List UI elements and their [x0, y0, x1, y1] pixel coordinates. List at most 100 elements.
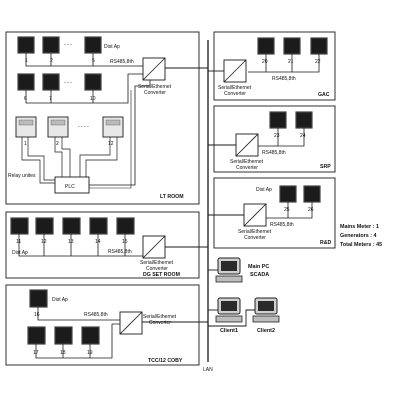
meter-number: 25 — [284, 207, 290, 213]
meter-25 — [279, 185, 297, 203]
client-keyboard — [215, 315, 243, 323]
converter-diagonal — [142, 57, 166, 81]
converter-label-line2: Converter — [149, 320, 171, 326]
lt-rs485-bus-2 — [25, 73, 138, 104]
client-label: Client1 — [220, 328, 238, 334]
main-pc-screen — [221, 261, 237, 271]
srp-rs485-bus — [258, 128, 305, 147]
meter-2 — [42, 36, 60, 54]
meter-10 — [84, 73, 102, 91]
main-pc-label-line1: Main PC — [248, 264, 269, 270]
meter-17 — [27, 326, 46, 345]
gac-room-label: GAC — [318, 92, 330, 98]
meter-summary: Mains Meter : 1 Generators : 4 Total Met… — [340, 224, 382, 248]
meter-20 — [257, 37, 275, 55]
lt-relay-units: 1 2 12 - - - - — [15, 116, 124, 147]
gac-rs485-bus — [248, 54, 320, 73]
relay-number: 2 — [56, 141, 59, 147]
main-pc: Main PC SCADA — [208, 257, 269, 283]
main-pc-label-line2: SCADA — [250, 272, 269, 278]
bus-ellipsis: - - - - — [78, 124, 89, 130]
summary-line: Generators : 4 — [340, 233, 377, 239]
tcc-room: 16 Dist Ap RS485,8th 17 18 19 Serial/Eth… — [5, 284, 200, 366]
relay-wire — [54, 137, 63, 177]
converter-label-line2: Converter — [236, 165, 258, 171]
relay-units-label: Relay unites — [8, 173, 36, 179]
client-screen — [221, 301, 237, 311]
meter-number: 5 — [92, 58, 95, 64]
converter-diagonal — [243, 203, 267, 227]
meter-13 — [62, 217, 81, 235]
relay-number: 12 — [108, 141, 114, 147]
plc-label: PLC — [65, 184, 75, 190]
relay-display — [50, 119, 66, 126]
tcc-protocol-label: RS485,8th — [84, 312, 108, 318]
srp-room: 23 24 RS485,8th Serial/Ethernet Converte… — [208, 105, 336, 173]
rd-room-border — [213, 177, 336, 249]
converter-label-line1: Serial/Ethernet — [138, 84, 172, 90]
lan-label: LAN — [203, 367, 213, 373]
meter-18 — [54, 326, 73, 345]
client-keyboard — [252, 315, 280, 323]
meter-number: 23 — [274, 133, 280, 139]
gac-room-border — [213, 31, 336, 101]
lt-dist-ap-label: Dist Ap — [104, 44, 120, 50]
lt-meters-row2: 6 7 10 — [17, 73, 102, 102]
meter-24 — [295, 111, 313, 129]
converter-label-line1: Serial/Ethernet — [238, 229, 272, 235]
srp-protocol-label: RS485,8th — [262, 150, 286, 156]
converter-diagonal — [223, 59, 247, 83]
converter-label-line1: Serial/Ethernet — [140, 260, 174, 266]
converter-diagonal — [119, 311, 143, 335]
converter-diagonal — [235, 133, 259, 157]
converter-label-line2: Converter — [224, 91, 246, 97]
rd-protocol-label: RS485,8th — [270, 222, 294, 228]
meter-22 — [310, 37, 328, 55]
meter-21 — [283, 37, 301, 55]
plc-link — [89, 90, 132, 189]
tcc-rs485-bus — [35, 323, 120, 359]
meter-6 — [17, 73, 35, 91]
relay-wire — [21, 137, 55, 184]
tcc-rs485-bus — [37, 307, 120, 321]
meter-19 — [81, 326, 100, 345]
meter-5 — [84, 36, 102, 54]
meter-number: 22 — [315, 59, 321, 65]
dg-room-border — [5, 211, 200, 279]
meter-15 — [116, 217, 135, 235]
converter-label-line1: Serial/Ethernet — [218, 85, 252, 91]
dg-room-label: DG SET ROOM — [143, 272, 180, 278]
tcc-dist-ap-label: Dist Ap — [52, 297, 68, 303]
dg-dist-ap-label: Dist Ap — [12, 250, 28, 256]
converter-label-line2: Converter — [144, 90, 166, 96]
meter-number: 1 — [25, 58, 28, 64]
client-2: Client2 — [208, 297, 280, 334]
meter-number: 2 — [50, 58, 53, 64]
relay-display — [105, 119, 121, 126]
client-screen — [258, 301, 274, 311]
tcc-room-border — [5, 284, 200, 366]
bus-ellipsis: - - - — [64, 80, 72, 86]
meter-number: 26 — [308, 207, 314, 213]
plc-link — [89, 80, 151, 186]
meter-23 — [269, 111, 287, 129]
lt-room: 1 2 5 Dist Ap RS485,8th - - - 6 7 10 - -… — [5, 31, 200, 205]
client-label: Client2 — [257, 328, 275, 334]
dg-protocol-label: RS485,8th — [108, 249, 132, 255]
summary-line: Total Meters : 45 — [340, 242, 382, 248]
relay-display — [18, 119, 34, 126]
meter-number: 20 — [262, 59, 268, 65]
converter-label-line1: Serial/Ethernet — [143, 314, 177, 320]
rd-rs485-bus — [266, 202, 313, 219]
summary-line: Mains Meter : 1 — [340, 224, 379, 230]
meter-1 — [17, 36, 35, 54]
tcc-room-label: TCC/12 COBY — [148, 358, 183, 364]
srp-room-border — [213, 105, 336, 173]
rd-dist-ap-label: Dist Ap — [256, 187, 272, 193]
relay-number: 1 — [24, 141, 27, 147]
lt-rs485-bus-1 — [25, 53, 138, 67]
bus-ellipsis: - - - — [64, 42, 72, 48]
lt-room-border — [5, 31, 200, 205]
rd-room: Dist Ap 25 26 RS485,8th Serial/Ethernet … — [208, 177, 336, 249]
meter-number: 21 — [288, 59, 294, 65]
